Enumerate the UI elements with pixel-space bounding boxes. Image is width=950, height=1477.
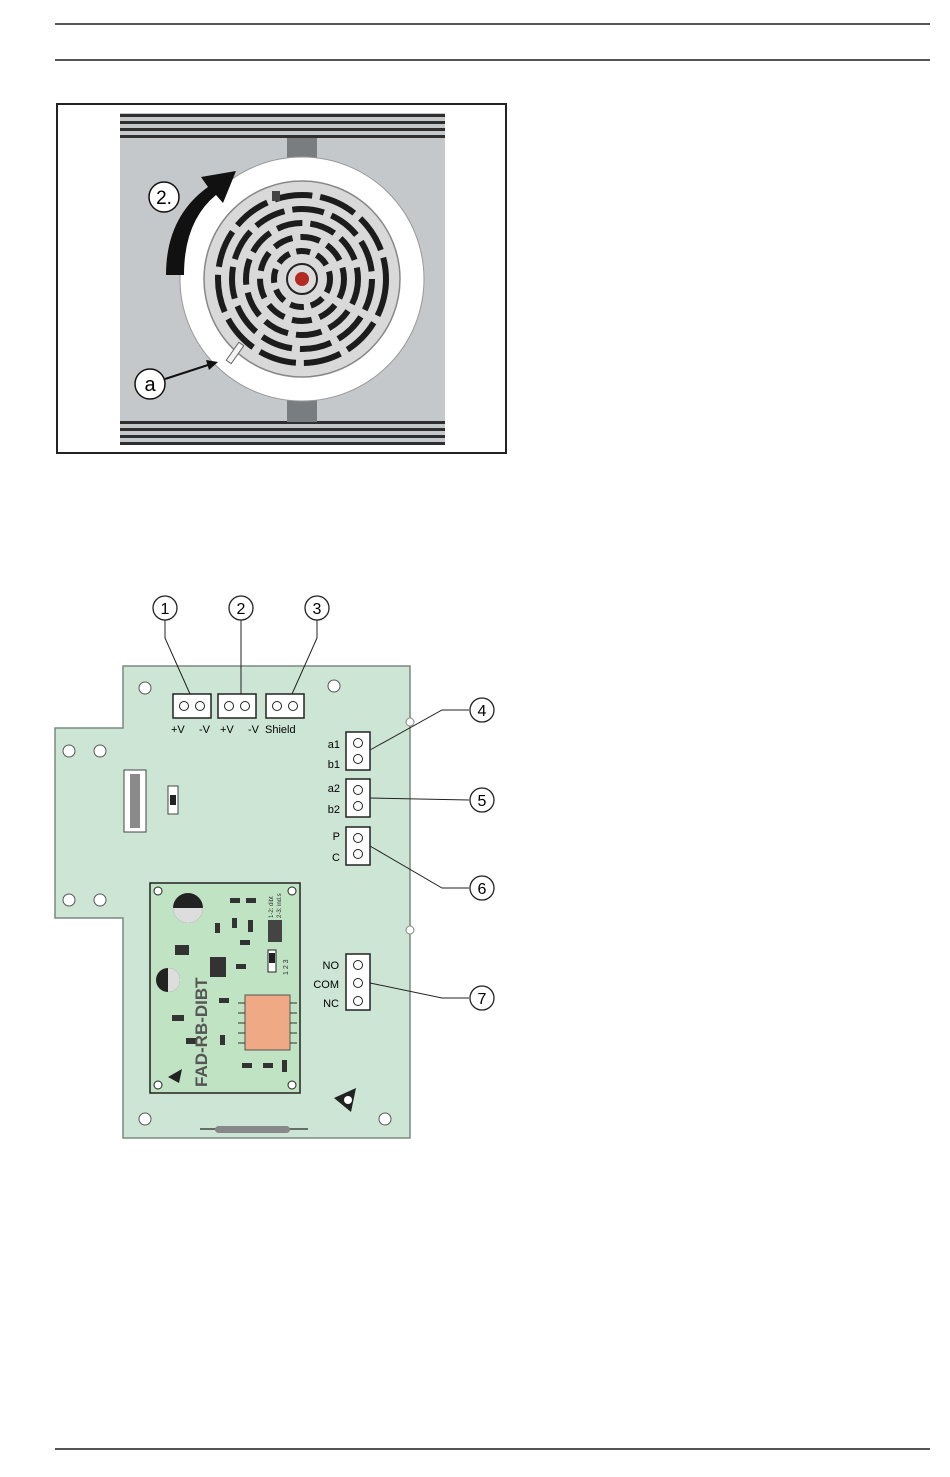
header-rule-top <box>55 23 930 25</box>
terminal-label: Shield <box>265 724 296 736</box>
jumper-legend: 1-2: dibt <box>269 896 275 918</box>
jumper-legend: 2-3: ind.s <box>277 893 283 918</box>
footer-rule <box>55 1448 930 1450</box>
terminal-block-3 <box>266 694 304 718</box>
callout-label: 1 <box>161 601 170 618</box>
led-indicator <box>295 272 309 286</box>
alignment-tab <box>272 191 280 201</box>
figure-interface-board: +V -V +V -V Shield a1 b1 a2 b2 <box>50 590 510 1150</box>
terminal-block-2 <box>218 694 256 718</box>
callout-label: 4 <box>478 703 487 720</box>
header-rule-bottom <box>55 59 930 61</box>
terminal-block-5 <box>346 779 370 817</box>
terminal-block-1 <box>173 694 211 718</box>
terminal-block-4 <box>346 732 370 770</box>
terminal-label: P <box>333 831 340 843</box>
board-illustration: +V -V +V -V Shield a1 b1 a2 b2 <box>50 590 510 1150</box>
module-name: FAD-RB-DIBT <box>192 977 211 1087</box>
terminal-label: -V <box>248 724 260 736</box>
terminal-label: COM <box>313 979 339 991</box>
terminal-block-6 <box>346 827 370 865</box>
callout-label: 7 <box>478 991 487 1008</box>
terminal-label: +V <box>220 724 234 736</box>
jumper-pin-labels: 1 2 3 <box>283 959 290 975</box>
terminal-label: a1 <box>328 739 340 751</box>
edge-notch <box>406 926 414 934</box>
step-callout-label: 2. <box>156 188 172 209</box>
callout-label: 3 <box>313 601 322 618</box>
terminal-label: b2 <box>328 804 340 816</box>
terminal-block-7 <box>346 954 370 1010</box>
terminal-label: NC <box>323 998 339 1010</box>
terminal-label: b1 <box>328 759 340 771</box>
terminal-label: C <box>332 852 340 864</box>
terminal-label: -V <box>199 724 211 736</box>
terminal-label: NO <box>323 960 340 972</box>
terminal-label: +V <box>171 724 185 736</box>
callout-label: 2 <box>237 601 246 618</box>
slide-switch-knob <box>130 774 140 828</box>
notch-callout-label: a <box>144 374 156 396</box>
figure-detector-rotation: 2. a <box>56 103 507 454</box>
callout-label: 5 <box>478 793 487 810</box>
terminal-label: a2 <box>328 783 340 795</box>
detector-illustration: 2. a <box>58 105 505 452</box>
edge-notch <box>406 718 414 726</box>
callout-label: 6 <box>478 881 487 898</box>
